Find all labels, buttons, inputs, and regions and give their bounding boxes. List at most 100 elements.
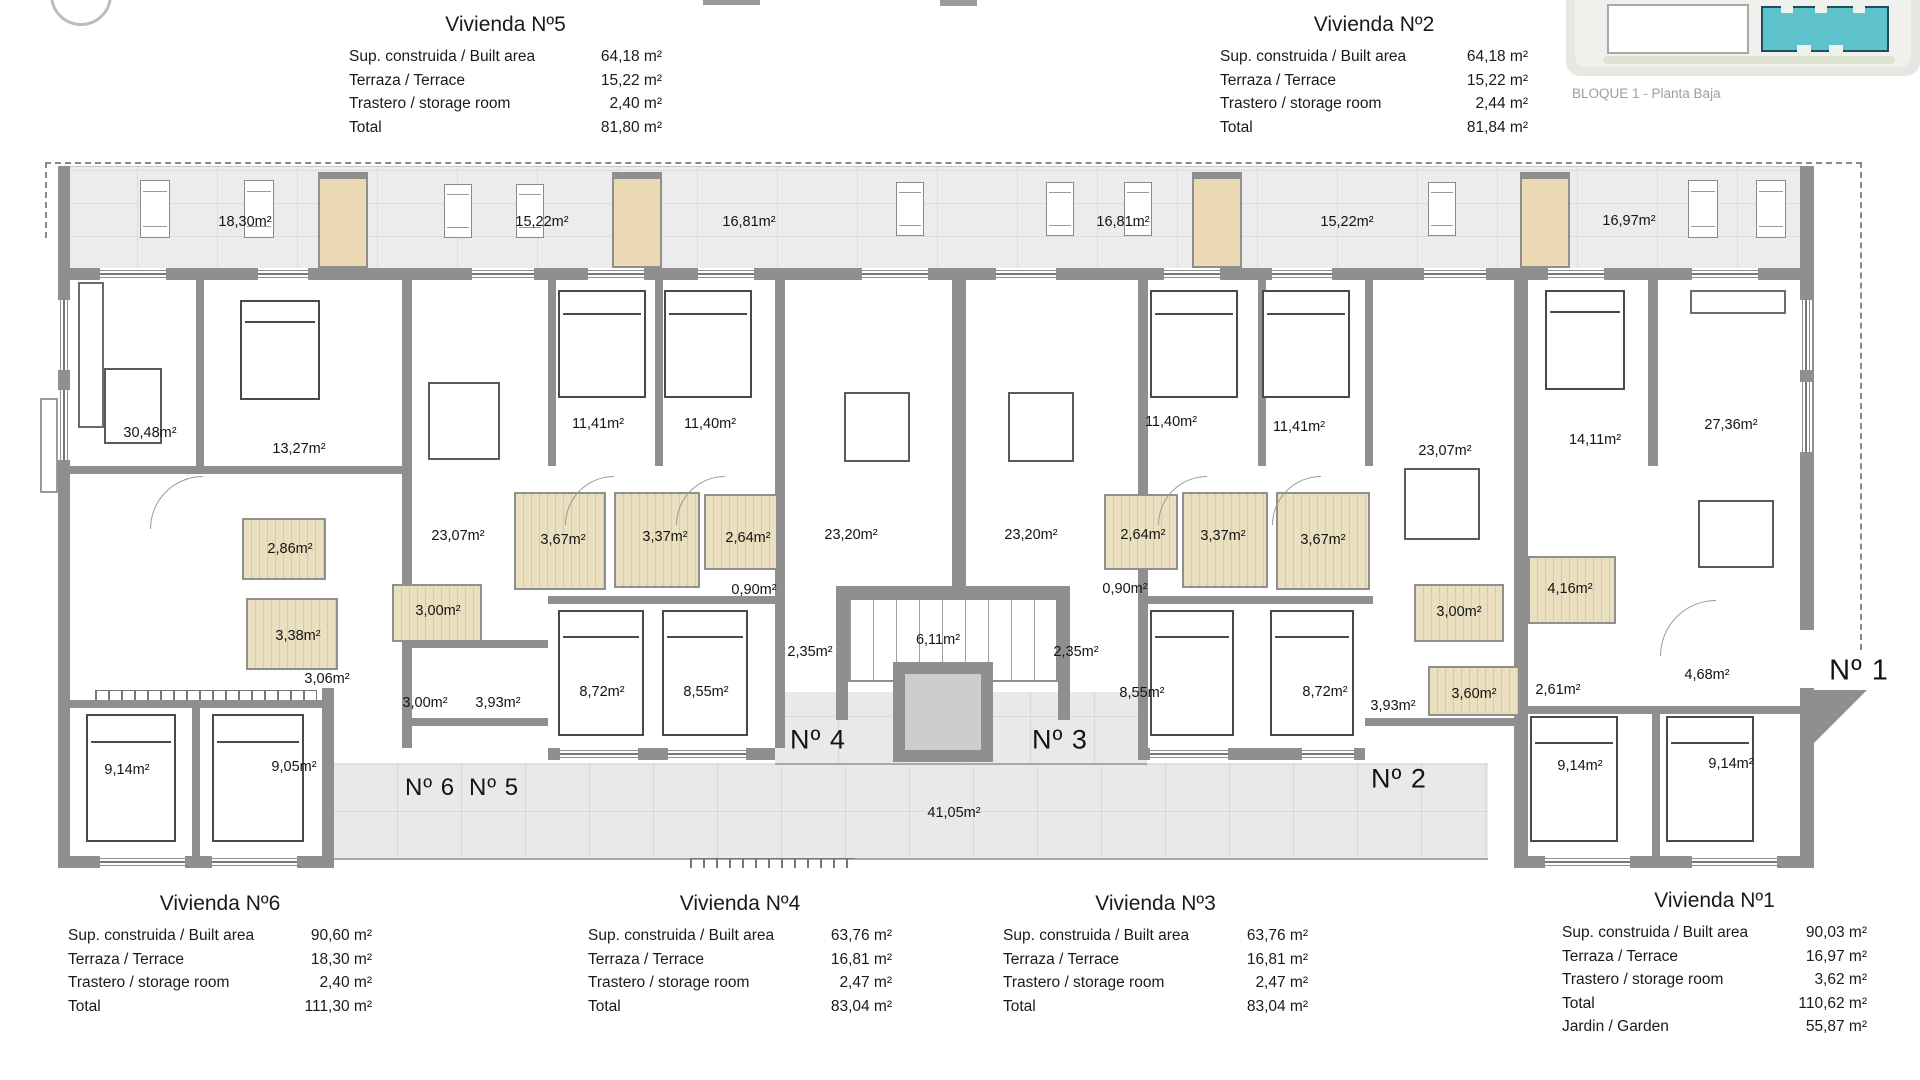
table-rows: Sup. construida / Built area 90,03 m² Te…	[1562, 921, 1867, 1039]
spec-label: Terraza / Terrace	[588, 950, 705, 968]
entrance-esplanade	[334, 763, 1488, 860]
room-area-label: 2,35m²	[1053, 644, 1099, 660]
wall	[836, 586, 848, 720]
spec-label: Sup. construida / Built area	[68, 927, 255, 944]
bed	[1150, 290, 1238, 398]
window	[100, 856, 185, 868]
dining-table	[1404, 468, 1480, 540]
bed	[1270, 610, 1354, 736]
spec-row: Total 81,84 m²	[1220, 116, 1528, 140]
room-area-label: 23,20m²	[1004, 527, 1058, 543]
spec-label: Trastero / storage room	[1003, 974, 1165, 991]
room-area-label: 0,90m²	[731, 582, 777, 598]
spec-row: Trastero / storage room 3,62 m²	[1562, 968, 1867, 992]
table-vivienda-6: Vivienda Nº6 Sup. construida / Built are…	[68, 891, 372, 1018]
room-area-label: 15,22m²	[515, 214, 569, 230]
spec-value: 111,30 m²	[304, 997, 373, 1015]
table-title: Vivienda Nº6	[159, 892, 281, 915]
spec-label: Total	[68, 997, 101, 1015]
window	[996, 268, 1056, 280]
table-title: Vivienda Nº5	[445, 13, 566, 36]
spec-label: Total	[1003, 997, 1036, 1015]
room-area-label: 23,20m²	[824, 527, 878, 543]
bed	[240, 300, 320, 400]
porch-arrow	[1812, 690, 1867, 745]
room-area-label: 14,11m²	[1568, 432, 1622, 448]
wall	[1138, 596, 1373, 604]
spec-value: 64,18 m²	[600, 48, 662, 65]
wall	[402, 640, 548, 648]
room-area-label: 9,14m²	[1557, 758, 1603, 774]
plot-boundary-right	[1860, 162, 1862, 650]
wall	[1058, 586, 1070, 720]
table-vivienda-2: Vivienda Nº2 Sup. construida / Built are…	[1220, 12, 1528, 139]
door-arc	[1660, 600, 1716, 656]
spec-row: Total 111,30 m²	[68, 995, 372, 1019]
spec-value: 2,40 m²	[609, 95, 662, 112]
spec-row: Jardin / Garden 55,87 m²	[1562, 1015, 1867, 1039]
unit-number-label: Nº 5	[468, 774, 520, 801]
room-area-label: 2,35m²	[787, 644, 833, 660]
table-rows: Sup. construida / Built area 90,60 m² Te…	[68, 924, 372, 1018]
spec-label: Trastero / storage room	[68, 974, 230, 991]
bed	[1530, 716, 1618, 842]
bathroom	[1528, 556, 1616, 624]
spec-row: Terraza / Terrace 16,81 m²	[1003, 948, 1308, 972]
site-plan-notch	[1797, 45, 1811, 52]
spec-value: 16,81 m²	[830, 950, 892, 968]
door-arc	[150, 476, 203, 529]
room-area-label: 0,90m²	[1102, 581, 1148, 597]
spec-value: 90,60 m²	[310, 927, 372, 944]
wall	[775, 268, 785, 748]
room-area-label: 8,72m²	[1302, 684, 1348, 700]
dining-table	[104, 368, 162, 444]
sofa	[78, 282, 104, 428]
cropped-header-fragment	[703, 0, 760, 5]
spec-label: Sup. construida / Built area	[349, 48, 536, 65]
spec-row: Trastero / storage room 2,47 m²	[1003, 971, 1308, 995]
room-area-label: 8,55m²	[683, 684, 729, 700]
spec-row: Sup. construida / Built area 64,18 m²	[349, 45, 662, 69]
table-title: Vivienda Nº4	[679, 892, 801, 915]
sun-lounger	[140, 180, 170, 238]
wall	[1514, 268, 1528, 868]
spec-row: Sup. construida / Built area 90,03 m²	[1562, 921, 1867, 945]
window	[1424, 268, 1486, 280]
window	[1800, 382, 1812, 452]
spec-value: 55,87 m²	[1805, 1018, 1867, 1035]
spec-row: Trastero / storage room 2,40 m²	[68, 971, 372, 995]
sun-lounger	[1124, 182, 1152, 236]
window	[862, 268, 928, 280]
table-vivienda-4: Vivienda Nº4 Sup. construida / Built are…	[588, 891, 892, 1018]
window	[1302, 748, 1354, 760]
room-area-label: 11,41m²	[1272, 419, 1326, 435]
dining-table	[844, 392, 910, 462]
table-rows: Sup. construida / Built area 64,18 m² Te…	[349, 45, 662, 139]
spec-row: Sup. construida / Built area 63,76 m²	[588, 924, 892, 948]
bed	[212, 714, 304, 842]
unit-number-label: Nº 3	[1032, 724, 1088, 755]
window	[58, 300, 70, 370]
spec-row: Terraza / Terrace 16,97 m²	[1562, 945, 1867, 969]
sun-lounger	[444, 184, 472, 238]
site-plan-block-2	[1607, 4, 1749, 54]
wall	[70, 700, 324, 708]
site-plan-thumbnail	[1566, 0, 1920, 76]
balcony	[40, 398, 58, 493]
spec-label: Total	[1220, 118, 1253, 136]
spec-value: 83,04 m²	[1246, 997, 1308, 1015]
spec-label: Total	[1562, 994, 1595, 1012]
sun-lounger	[1428, 182, 1456, 236]
elevator-shaft	[893, 662, 993, 762]
room-area-label: 3,00m²	[415, 603, 461, 619]
room-area-label: 4,68m²	[1684, 667, 1730, 683]
room-area-label: 4,16m²	[1547, 581, 1593, 597]
spec-label: Sup. construida / Built area	[1562, 924, 1749, 941]
unit-number-label: Nº 1	[1829, 654, 1889, 687]
spec-value: 90,03 m²	[1805, 924, 1867, 941]
window	[100, 268, 166, 280]
wall	[548, 596, 783, 604]
unit-number-label: Nº 6	[404, 774, 456, 801]
table-vivienda-1: Vivienda Nº1 Sup. construida / Built are…	[1562, 888, 1867, 1039]
